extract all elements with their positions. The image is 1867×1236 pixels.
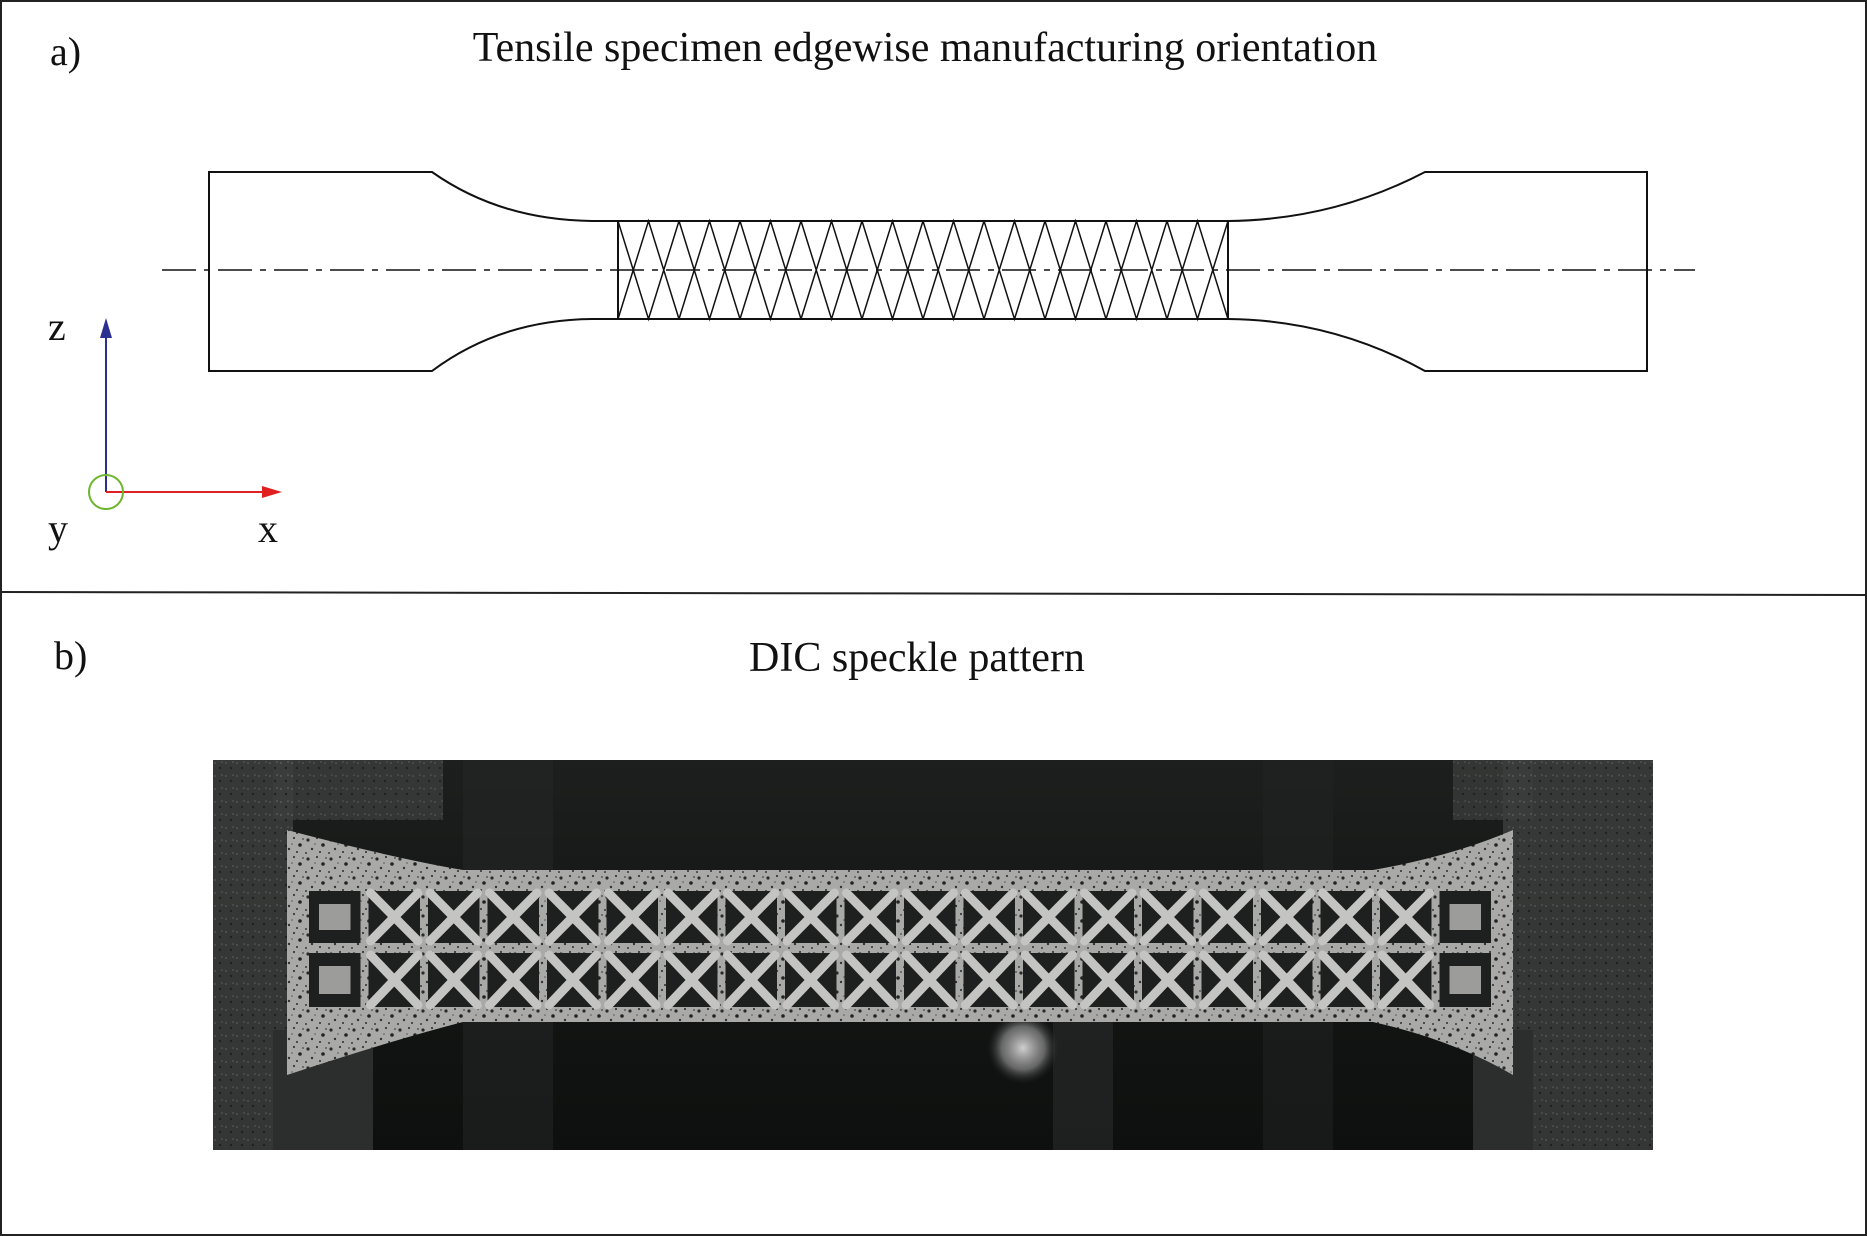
dic-speckle-photo <box>213 760 1653 1150</box>
lattice-cell <box>782 888 839 946</box>
lattice-cell <box>1439 953 1491 1007</box>
panel-b-title: DIC speckle pattern <box>749 635 1085 681</box>
lattice-cell <box>1139 950 1196 1010</box>
lattice-cell <box>425 950 482 1010</box>
lattice-cell <box>1377 888 1434 946</box>
lattice-cell <box>309 953 361 1007</box>
lattice-cell <box>604 888 661 946</box>
lattice-cell <box>1020 888 1077 946</box>
lattice-cell <box>663 888 720 946</box>
panel-divider <box>0 591 1867 596</box>
coordinate-triad <box>88 318 282 510</box>
lattice-cell <box>782 950 839 1010</box>
panel-a-title: Tensile specimen edgewise manufacturing … <box>472 25 1378 71</box>
lattice-cell <box>961 950 1018 1010</box>
lattice-cell <box>723 950 780 1010</box>
lattice-region <box>617 218 1229 322</box>
lattice-cell <box>1439 891 1491 943</box>
lattice-cell <box>842 888 899 946</box>
lattice-cells <box>309 888 1491 1010</box>
lattice-cell <box>1139 888 1196 946</box>
x-arrowhead-icon <box>262 486 282 498</box>
lattice-cell <box>961 888 1018 946</box>
lattice-cell <box>544 888 601 946</box>
lattice-cell <box>1199 950 1256 1010</box>
lattice-cell <box>723 888 780 946</box>
lattice-cell <box>1377 950 1434 1010</box>
lattice-cell <box>842 950 899 1010</box>
z-axis-label: z <box>48 304 66 349</box>
x-axis-label: x <box>258 506 278 551</box>
lattice-cell <box>1258 950 1315 1010</box>
lattice-cell <box>425 888 482 946</box>
lattice-cell <box>1318 888 1375 946</box>
lattice-cell <box>1020 950 1077 1010</box>
lattice-cell <box>366 888 423 946</box>
lattice-cell <box>604 950 661 1010</box>
panel-b-label: b) <box>54 633 88 678</box>
lattice-cell <box>1258 888 1315 946</box>
lattice-struts <box>617 218 1229 322</box>
y-axis-label: y <box>48 506 68 551</box>
lattice-cell <box>1080 888 1137 946</box>
lattice-cell <box>544 950 601 1010</box>
lattice-cell <box>901 888 958 946</box>
lattice-cell <box>309 891 361 943</box>
lattice-cell <box>366 950 423 1010</box>
lattice-cell <box>1318 950 1375 1010</box>
lattice-cell <box>1080 950 1137 1010</box>
panel-a-label: a) <box>50 29 82 74</box>
lattice-cell <box>663 950 720 1010</box>
dic-photo-illustration <box>213 760 1653 1150</box>
y-axis-out-of-plane-icon <box>88 474 124 510</box>
lattice-cell <box>1199 888 1256 946</box>
lattice-cell <box>485 950 542 1010</box>
z-arrowhead-icon <box>100 318 112 338</box>
lattice-cell <box>485 888 542 946</box>
lattice-cell <box>901 950 958 1010</box>
specimen-outline <box>208 171 1648 372</box>
